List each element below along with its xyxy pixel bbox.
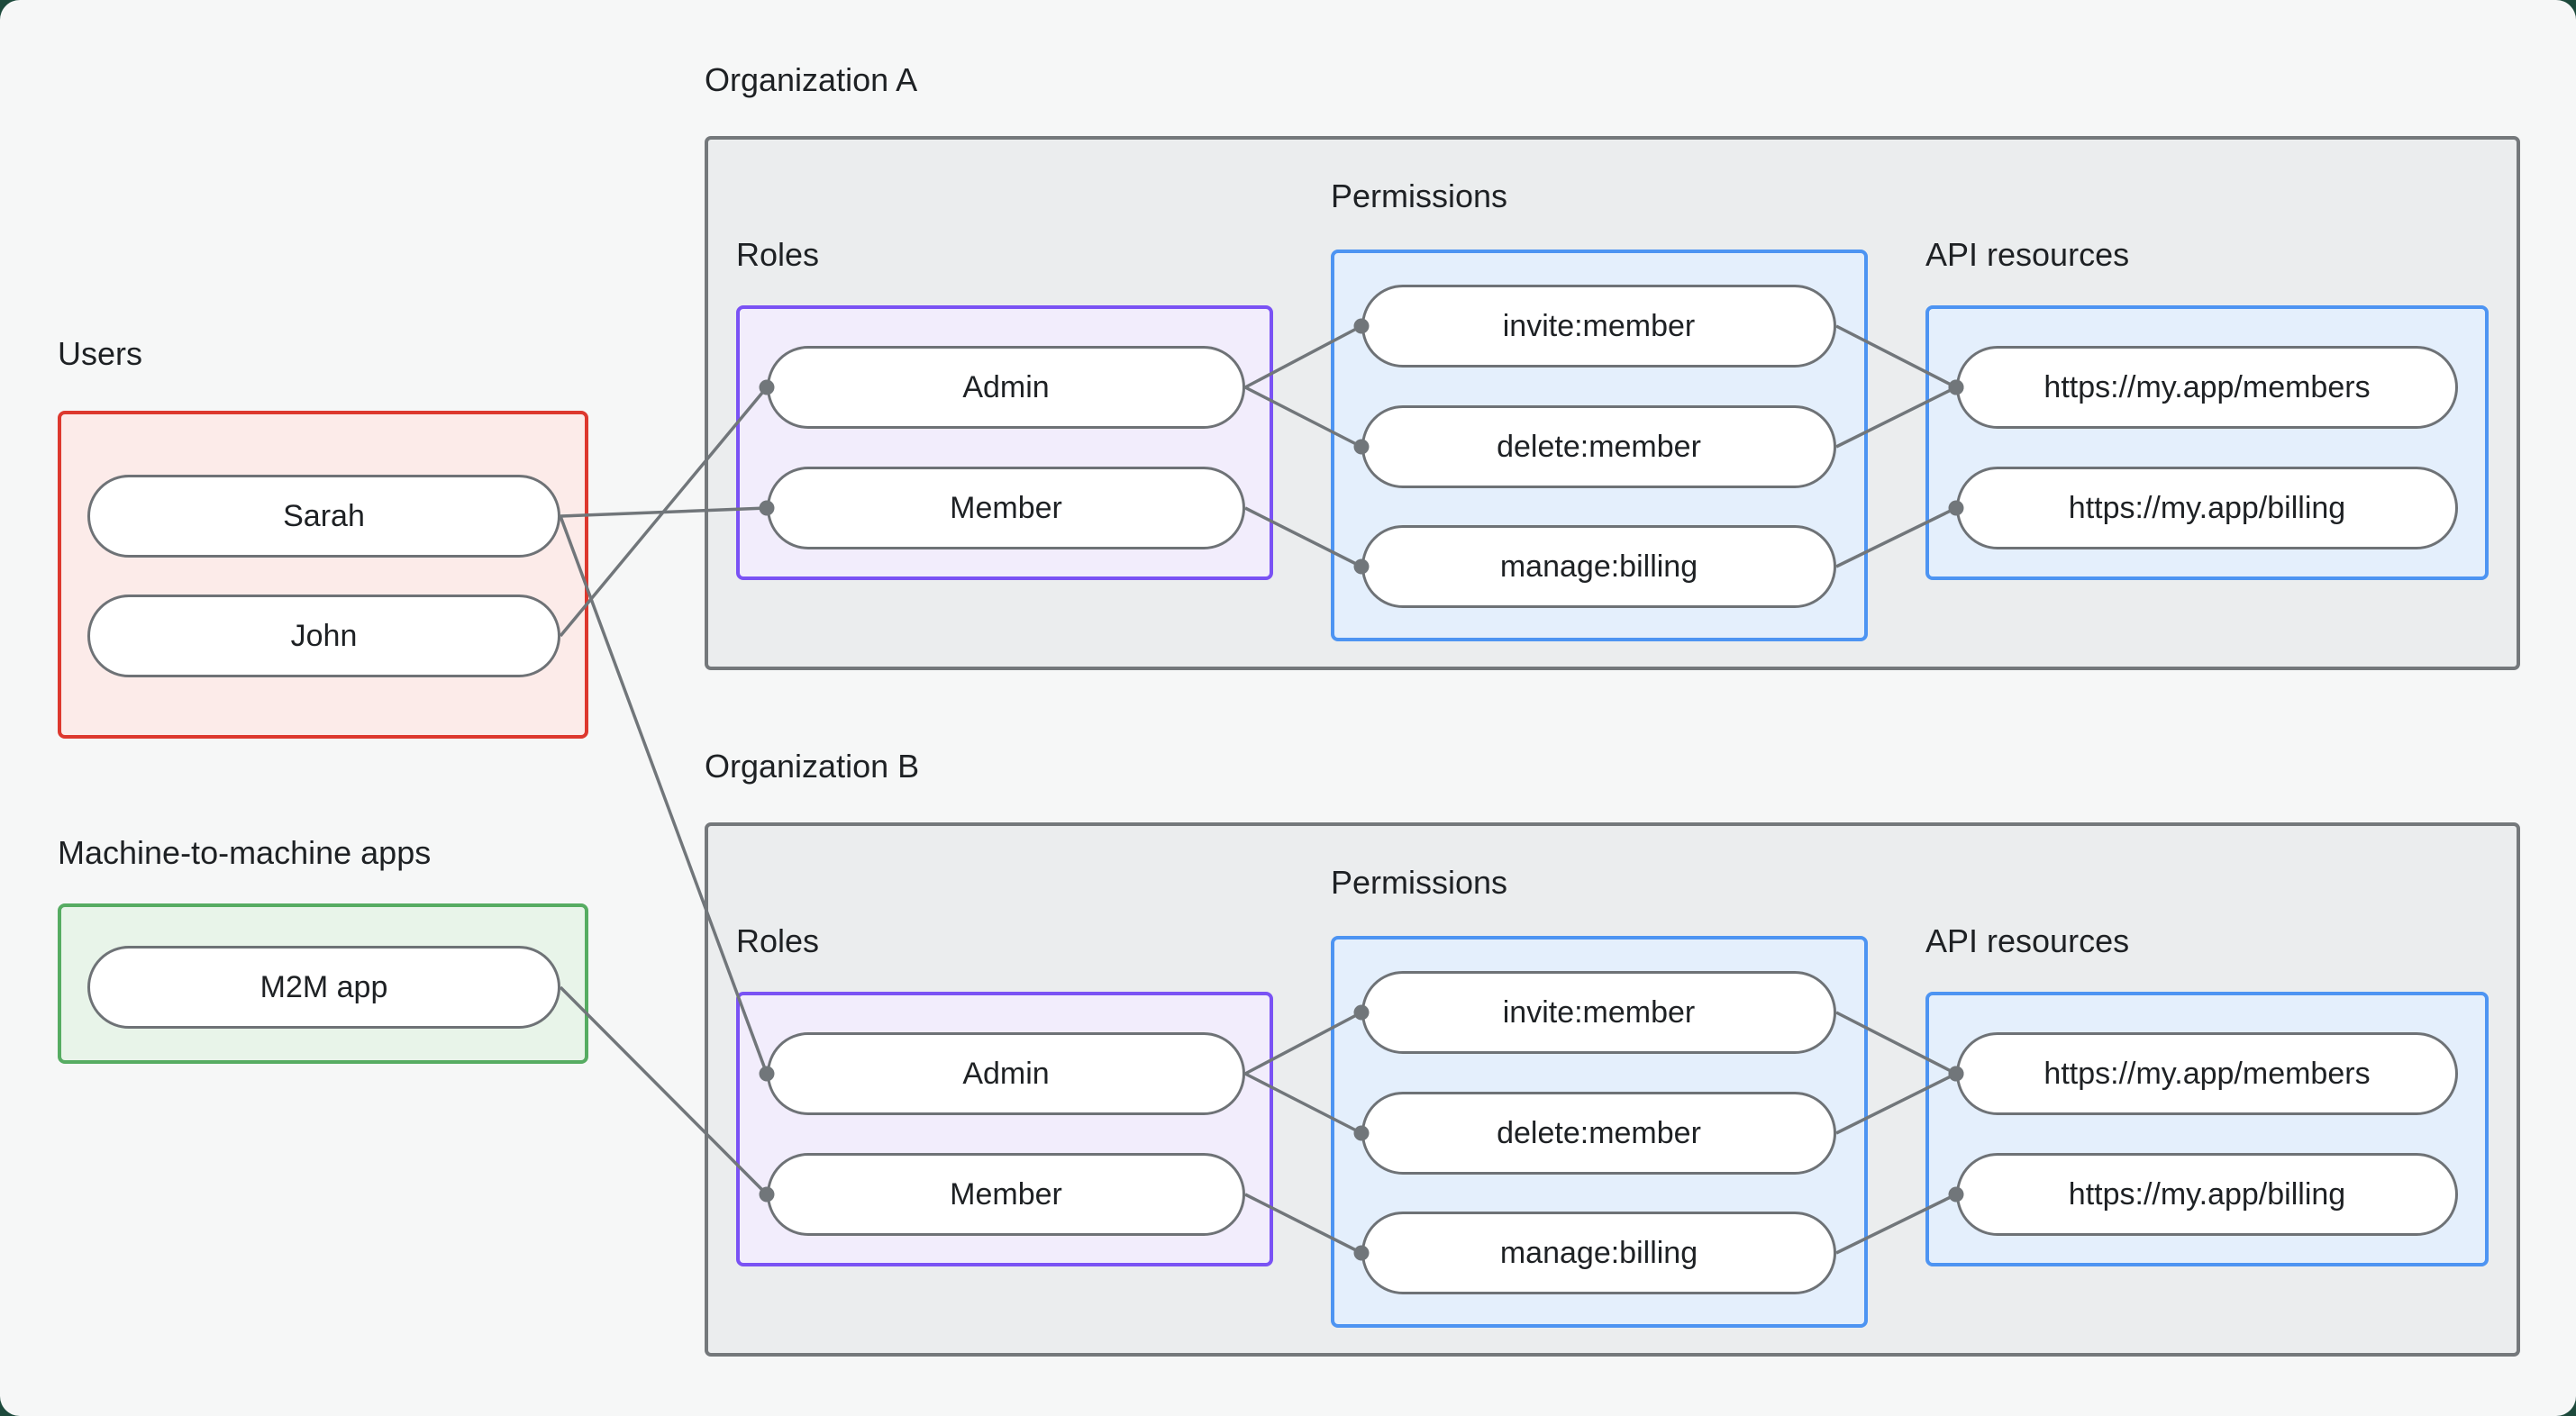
org-a-node-delete-member: delete:member: [1361, 405, 1836, 488]
org-b-node-delete-member: delete:member: [1361, 1092, 1836, 1175]
org-b-node-invite-member: invite:member: [1361, 971, 1836, 1054]
org-b-node-admin: Admin: [767, 1032, 1245, 1115]
users-group-box: [58, 411, 588, 739]
org-b-node-member: Member: [767, 1153, 1245, 1236]
org-a-roles-label: Roles: [736, 236, 820, 273]
org-a-node-admin: Admin: [767, 346, 1245, 429]
node-user-john: John: [87, 595, 560, 677]
org-a-node-member: Member: [767, 467, 1245, 549]
org-a-node-manage-billing: manage:billing: [1361, 525, 1836, 608]
org-a-api-resources-label: API resources: [1925, 236, 2130, 273]
org-b-title: Organization B: [705, 748, 920, 785]
org-a-permissions-label: Permissions: [1331, 177, 1508, 214]
org-b-node-api-members: https://my.app/members: [1956, 1032, 2458, 1115]
org-a-node-api-members: https://my.app/members: [1956, 346, 2458, 429]
org-b-node-api-billing: https://my.app/billing: [1956, 1153, 2458, 1236]
m2m-section-label: Machine-to-machine apps: [58, 834, 432, 871]
org-b-permissions-label: Permissions: [1331, 864, 1508, 901]
org-b-api-resources-label: API resources: [1925, 922, 2130, 959]
org-a-node-invite-member: invite:member: [1361, 285, 1836, 368]
org-b-node-manage-billing: manage:billing: [1361, 1212, 1836, 1294]
node-m2m-app: M2M app: [87, 946, 560, 1029]
org-a-node-api-billing: https://my.app/billing: [1956, 467, 2458, 549]
org-a-title: Organization A: [705, 61, 918, 98]
node-user-sarah: Sarah: [87, 475, 560, 558]
org-b-roles-label: Roles: [736, 922, 820, 959]
users-section-label: Users: [58, 335, 143, 372]
